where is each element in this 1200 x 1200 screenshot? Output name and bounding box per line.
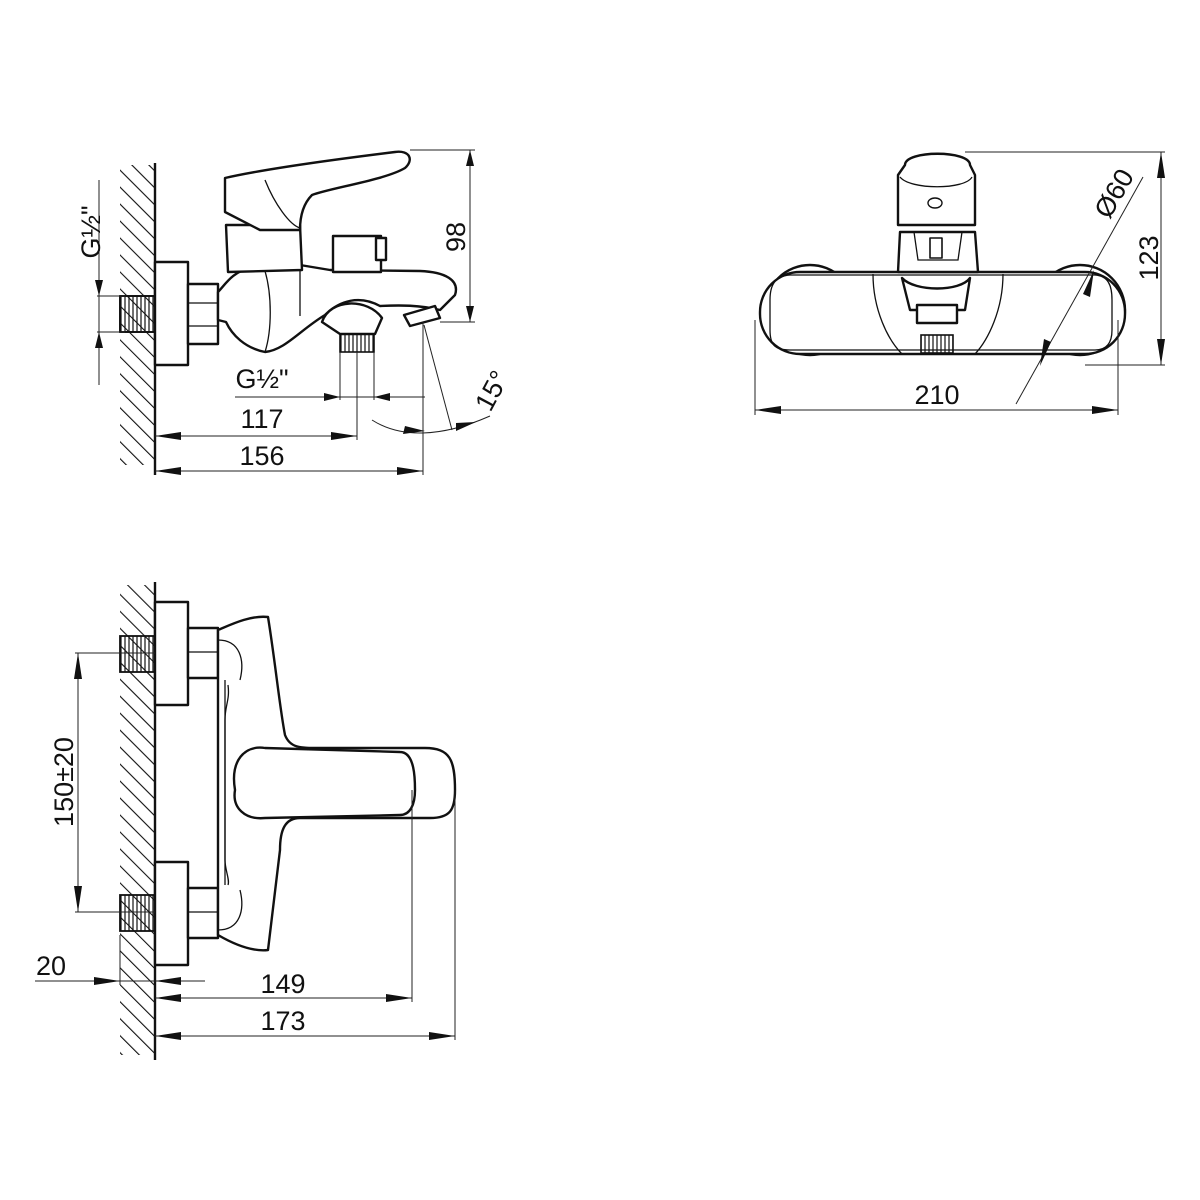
total-depth-label: 173 — [260, 1006, 305, 1036]
outlet-thread-label: G½" — [235, 364, 288, 394]
escutcheon — [153, 260, 190, 367]
height-label: 98 — [441, 222, 471, 252]
lever-depth-label: 149 — [260, 969, 305, 999]
inlet-spacing-label: 150±20 — [49, 737, 79, 827]
spout-front — [900, 276, 972, 312]
lever-top — [232, 746, 417, 820]
inlet-thread-label: G½" — [76, 205, 106, 258]
side-view: G½" 98 G½" 117 156 15° — [76, 149, 515, 475]
shower-outlet-connector — [320, 302, 384, 336]
escutcheon-upper — [153, 600, 190, 707]
hex-nut-lower — [186, 886, 220, 940]
spout-angle-label: 15° — [469, 366, 515, 416]
cartridge-housing — [224, 223, 304, 274]
inlet-thread — [119, 295, 156, 333]
total-depth-label: 156 — [239, 441, 284, 471]
diverter-knob — [331, 234, 388, 274]
mixer-body — [216, 263, 458, 354]
dimension-lines — [95, 149, 491, 475]
lever-handle — [223, 150, 411, 232]
outlet-thread — [339, 333, 375, 353]
top-view: 150±20 20 149 173 — [35, 582, 457, 1060]
total-width-label: 210 — [914, 380, 959, 410]
thread-protrusion-label: 20 — [36, 951, 66, 981]
inlet-thread-lower — [119, 894, 156, 932]
hex-nut — [186, 282, 220, 346]
hex-nut-upper — [186, 626, 220, 680]
front-view: 210 123 Ø60 — [754, 151, 1165, 415]
lever-front — [896, 152, 977, 227]
cartridge-front — [896, 230, 980, 274]
inlet-thread-upper — [119, 635, 156, 673]
outlet-distance-label: 117 — [240, 404, 283, 434]
dimension-lines — [35, 652, 456, 1040]
escutcheon-diameter-label: Ø60 — [1088, 164, 1140, 223]
total-height-label: 123 — [1134, 235, 1164, 280]
escutcheon-lower — [153, 860, 190, 967]
spout-aerator — [402, 304, 442, 328]
dimension-lines — [754, 151, 1165, 415]
